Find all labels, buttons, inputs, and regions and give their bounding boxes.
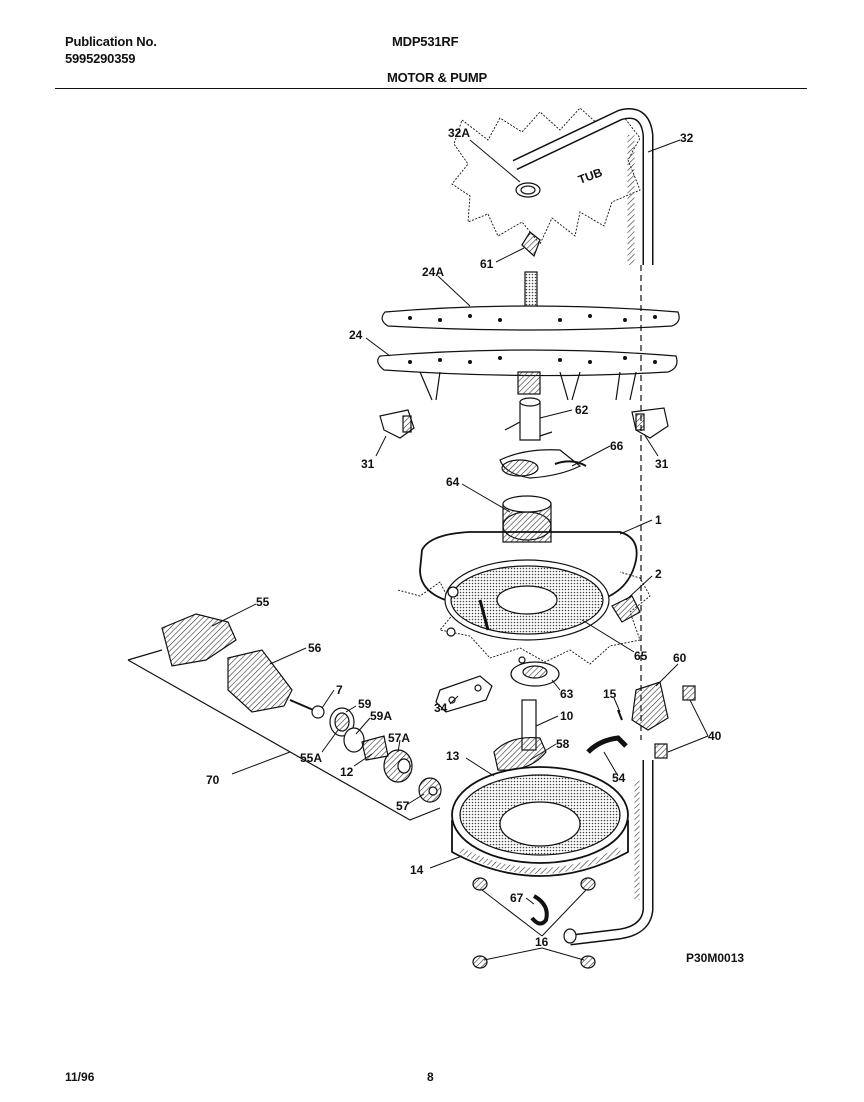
- tub-top-outline: [451, 107, 641, 245]
- label-32: 32: [680, 131, 694, 145]
- label-65: 65: [634, 649, 648, 663]
- label-14: 14: [410, 863, 424, 877]
- header-rule: [55, 88, 807, 89]
- part-14-shape: [451, 820, 629, 877]
- label-62: 62: [575, 403, 589, 417]
- publication-number: 5995290359: [65, 51, 136, 66]
- label-31-right: 31: [655, 457, 669, 471]
- label-66: 66: [610, 439, 624, 453]
- label-7: 7: [336, 683, 343, 697]
- label-15: 15: [603, 687, 617, 701]
- section-title: MOTOR & PUMP: [387, 70, 487, 85]
- label-12: 12: [340, 765, 354, 779]
- part-54-shape: [586, 735, 628, 754]
- part-70-outline: [127, 649, 441, 821]
- spray-arm-lower: [377, 349, 678, 377]
- label-1: 1: [655, 513, 662, 527]
- publication-label: Publication No.: [65, 34, 157, 49]
- label-32a: 32A: [448, 126, 470, 140]
- part-55-shape: [161, 613, 237, 667]
- label-2: 2: [655, 567, 662, 581]
- label-10: 10: [560, 709, 574, 723]
- label-64: 64: [446, 475, 460, 489]
- label-58: 58: [556, 737, 570, 751]
- label-55a: 55A: [300, 751, 322, 765]
- leader-lines: [211, 139, 709, 961]
- label-60: 60: [673, 651, 687, 665]
- label-59: 59: [358, 697, 372, 711]
- part-1-gasket: [419, 531, 638, 605]
- part-61-shape: [521, 231, 541, 258]
- part-labels: 32A 32 61 24A 24 62 31 31 66 64 1 2 65 5…: [206, 126, 722, 949]
- label-57a: 57A: [388, 731, 410, 745]
- label-31-left: 31: [361, 457, 375, 471]
- part-12-shape: [361, 735, 389, 761]
- part-2-shape: [611, 595, 641, 623]
- footer-date: 11/96: [65, 1070, 95, 1084]
- label-24a: 24A: [422, 265, 444, 279]
- label-24: 24: [349, 328, 363, 342]
- label-70: 70: [206, 773, 220, 787]
- label-67: 67: [510, 891, 524, 905]
- footer-page: 8: [427, 1070, 434, 1084]
- model-number: MDP531RF: [392, 34, 459, 49]
- label-55: 55: [256, 595, 270, 609]
- diagram-code: P30M0013: [686, 951, 744, 965]
- part-67-shape: [530, 894, 549, 926]
- part-60-shape: [631, 681, 669, 731]
- part-56-shape: [227, 649, 293, 713]
- label-13: 13: [446, 749, 460, 763]
- label-63: 63: [560, 687, 574, 701]
- spray-arm-upper: [381, 305, 680, 331]
- label-57: 57: [396, 799, 410, 813]
- label-56: 56: [308, 641, 322, 655]
- label-59a: 59A: [370, 709, 392, 723]
- label-40: 40: [708, 729, 722, 743]
- label-61: 61: [480, 257, 494, 271]
- label-34: 34: [434, 701, 448, 715]
- label-16: 16: [535, 935, 549, 949]
- tub-label: TUB: [576, 165, 604, 187]
- label-54: 54: [612, 771, 626, 785]
